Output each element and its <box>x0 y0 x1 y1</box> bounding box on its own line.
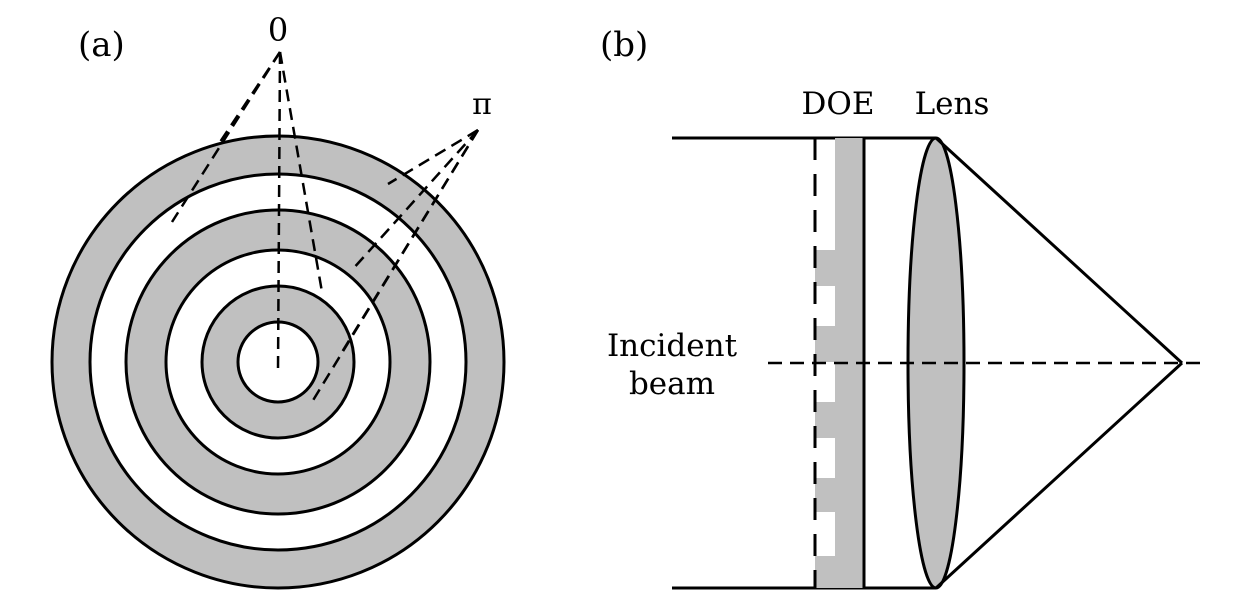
panel-a-label: (a) <box>78 25 125 65</box>
panel-a: (a) 0 π <box>50 11 506 590</box>
incident-beam-label-line2: beam <box>629 366 715 402</box>
leader-pi-to-outer-gray <box>387 128 479 186</box>
incident-beam-label-line1: Incident <box>607 328 738 364</box>
ray-top-to-focus <box>934 136 1184 365</box>
leader-zero-to-outer-white-b <box>216 51 282 146</box>
panel-b: (b) DOE Lens Incident beam <box>600 25 1204 590</box>
leader-zero-to-middle-white <box>278 51 324 293</box>
phase-zero-label: 0 <box>268 11 288 49</box>
doe-label: DOE <box>802 86 875 122</box>
ray-bottom-to-focus <box>934 361 1184 590</box>
leader-zero-to-outer-white <box>170 51 282 223</box>
lens-label: Lens <box>915 86 990 122</box>
panel-b-label: (b) <box>600 25 648 65</box>
pi-phase-leaders <box>310 128 480 403</box>
leader-zero-to-center <box>276 51 282 371</box>
phase-pi-label: π <box>472 87 492 122</box>
doe-relief-top-notch <box>815 176 835 212</box>
focusing-rays <box>934 136 1184 590</box>
incident-beam-edges <box>672 136 936 590</box>
leader-pi-to-middle-gray <box>351 129 479 271</box>
leader-pi-to-inner-gray-b <box>310 129 480 403</box>
zero-phase-leaders <box>170 51 324 371</box>
